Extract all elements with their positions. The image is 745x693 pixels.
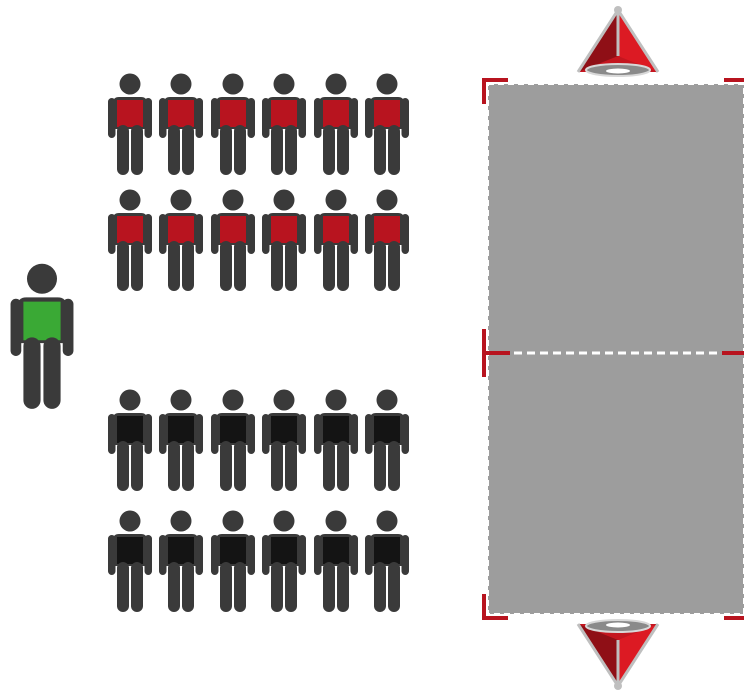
- pitch: [484, 80, 744, 618]
- coach-person-icon: [11, 264, 74, 409]
- red-team-player-icon: [365, 190, 409, 292]
- red-team-player-icon: [108, 74, 152, 176]
- black-team-player-icon: [211, 390, 255, 492]
- black-team-player-icon: [262, 511, 306, 613]
- black-team-player-icon: [108, 511, 152, 613]
- red-team-player-icon: [108, 190, 152, 292]
- black-team-player-icon: [211, 511, 255, 613]
- black-team-player-icon: [314, 390, 358, 492]
- black-team-group: [108, 390, 409, 613]
- black-team-player-icon: [262, 390, 306, 492]
- red-team-group: [108, 74, 409, 292]
- red-team-player-icon: [211, 190, 255, 292]
- black-team-player-icon: [108, 390, 152, 492]
- black-team-player-icon: [365, 511, 409, 613]
- pop-up-goal-icon: [578, 6, 658, 76]
- red-team-player-icon: [314, 74, 358, 176]
- black-team-player-icon: [159, 511, 203, 613]
- red-team-player-icon: [159, 74, 203, 176]
- red-team-player-icon: [314, 190, 358, 292]
- red-team-player-icon: [159, 190, 203, 292]
- coach-group: [11, 264, 74, 409]
- pitch-surface: [488, 84, 744, 614]
- pop-up-goal-icon: [578, 620, 658, 690]
- black-team-player-icon: [159, 390, 203, 492]
- red-team-player-icon: [262, 74, 306, 176]
- red-team-player-icon: [262, 190, 306, 292]
- black-team-player-icon: [365, 390, 409, 492]
- red-team-player-icon: [365, 74, 409, 176]
- red-team-player-icon: [211, 74, 255, 176]
- black-team-player-icon: [314, 511, 358, 613]
